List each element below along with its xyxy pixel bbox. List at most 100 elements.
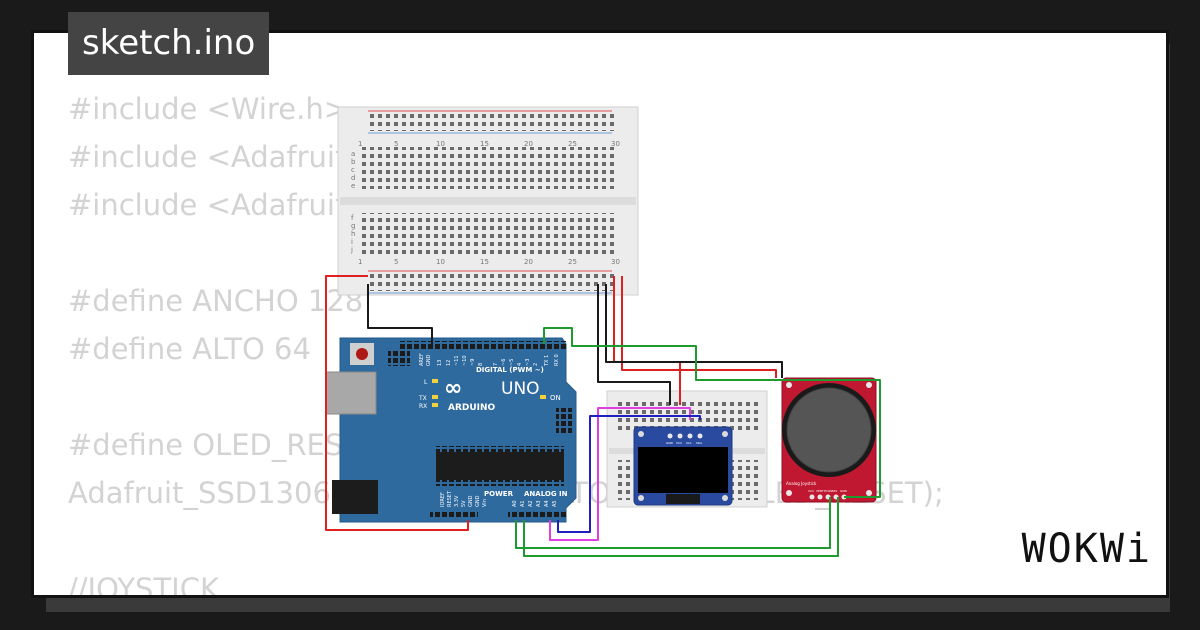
power-label: POWER [484, 490, 514, 498]
power-rail-top [366, 113, 616, 131]
pin-label: AREF [419, 353, 425, 366]
column-number: 1 [358, 140, 362, 148]
analog-joystick: Analog Joystick VCC VERT HORZ SEL GND [781, 377, 877, 503]
wire-vert-joystick [515, 497, 831, 549]
infinity-logo: ∞ [444, 376, 462, 401]
file-tab-sketch[interactable]: sketch.ino [68, 12, 270, 75]
pin-label: ~3 [525, 359, 531, 366]
row-letter: e [351, 182, 355, 190]
joystick-pin-label: SEL [832, 489, 838, 493]
wire-vcc-joystick [621, 276, 777, 378]
pin-label: 7 [493, 363, 499, 366]
wire-gnd-oled [597, 284, 671, 405]
row-letter: g [351, 222, 355, 230]
joystick-knob [786, 387, 872, 473]
row-letter: f [351, 214, 354, 222]
led-label: L [424, 379, 428, 386]
wire-sda [557, 415, 701, 533]
column-number: 10 [436, 258, 445, 266]
pin-label: 8 [478, 363, 484, 366]
column-number: 25 [568, 258, 577, 266]
row-letter: c [351, 166, 355, 174]
column-number: 30 [611, 140, 620, 148]
oled-pin-label: GND [666, 441, 674, 445]
oled-pin-label: SDA [696, 441, 703, 445]
column-number: 5 [394, 258, 398, 266]
wokwi-logo: WOKWi [1021, 526, 1152, 572]
joystick-label: Analog Joystick [786, 481, 817, 486]
pin-label: GND [475, 495, 481, 507]
pin-label: RX 0 [554, 354, 560, 366]
wires [325, 275, 881, 557]
pin-label: 3.3V [454, 495, 460, 507]
pin-label: TX 1 [544, 355, 550, 367]
on-label: ON [550, 394, 561, 402]
pin-label: A2 [528, 500, 534, 507]
power-rail-bottom [366, 273, 616, 291]
column-number: 20 [524, 258, 533, 266]
analog-header [508, 510, 566, 519]
column-number: 20 [524, 140, 533, 148]
terminal-strip-top [362, 147, 618, 189]
wire-scl [549, 407, 691, 541]
pin-label: ~10 [462, 355, 468, 366]
wire-gnd-joystick [605, 284, 783, 378]
row-letter: b [351, 158, 356, 166]
pin-label: A1 [520, 500, 526, 507]
code-line: #define ANCHO 128 [68, 284, 364, 318]
joystick-pin-label: VERT [816, 489, 824, 493]
led-label: TX [418, 395, 427, 402]
usb-port [325, 371, 377, 415]
uno-label: UNO [501, 379, 540, 399]
digital-header [398, 341, 568, 350]
row-letter: h [351, 230, 355, 238]
oled-display: GND VCC SCL SDA [633, 426, 733, 506]
wire-sel-joystick [543, 327, 881, 498]
pin-label: GND [468, 495, 474, 507]
column-number: 1 [358, 258, 362, 266]
joystick-pin-label: VCC [808, 489, 814, 493]
analog-label: ANALOG IN [524, 490, 568, 498]
pin-label: A0 [512, 500, 518, 507]
column-number: 25 [568, 140, 577, 148]
arduino-uno-board: ∞ UNO ARDUINO DIGITAL (PWM ~) ANALOG IN … [325, 337, 577, 523]
pin-label: 12 [446, 360, 452, 366]
reset-button [356, 348, 368, 360]
atmega-chip [436, 452, 564, 480]
pin-label: 5V [461, 500, 467, 507]
wire-horz-joystick [523, 497, 839, 557]
pin-label: A5 [552, 500, 558, 507]
pin-label: RESET [447, 490, 453, 507]
pin-label: GND [426, 354, 432, 366]
pin-label: 2 [533, 363, 539, 366]
row-letter: d [351, 174, 355, 182]
pin-label: A4 [544, 500, 550, 507]
pin-label: Vin [482, 499, 488, 507]
breadboard: 1 5 10 15 20 25 30 1 5 10 15 20 25 30 a … [337, 106, 639, 296]
row-letter: j [350, 246, 353, 254]
wire-gnd-arduino [367, 284, 433, 344]
pin-label: IOREF [440, 492, 446, 507]
code-line: //JOYSTICK [68, 572, 219, 595]
joystick-pin-label: GND [840, 489, 848, 493]
column-number: 30 [611, 258, 620, 266]
column-number: 5 [394, 140, 398, 148]
terminal-strip-bottom [362, 213, 618, 255]
pin-label: ~9 [470, 359, 476, 366]
power-jack [332, 480, 378, 514]
joystick-pin-label: HORZ [824, 489, 833, 493]
pin-label: ~6 [501, 359, 507, 366]
code-line: #define ALTO 64 [68, 332, 311, 366]
column-number: 15 [480, 258, 489, 266]
digital-label: DIGITAL (PWM ~) [476, 366, 544, 374]
power-header [430, 510, 478, 519]
pin-label: 13 [437, 360, 443, 366]
row-letter: a [351, 150, 355, 158]
row-letter: i [351, 238, 353, 246]
oled-pin-label: SCL [686, 441, 692, 445]
arduino-label: ARDUINO [448, 403, 496, 413]
pin-label: ~11 [454, 355, 460, 366]
column-number: 15 [480, 140, 489, 148]
code-line: #include <Wire.h> [68, 92, 349, 126]
